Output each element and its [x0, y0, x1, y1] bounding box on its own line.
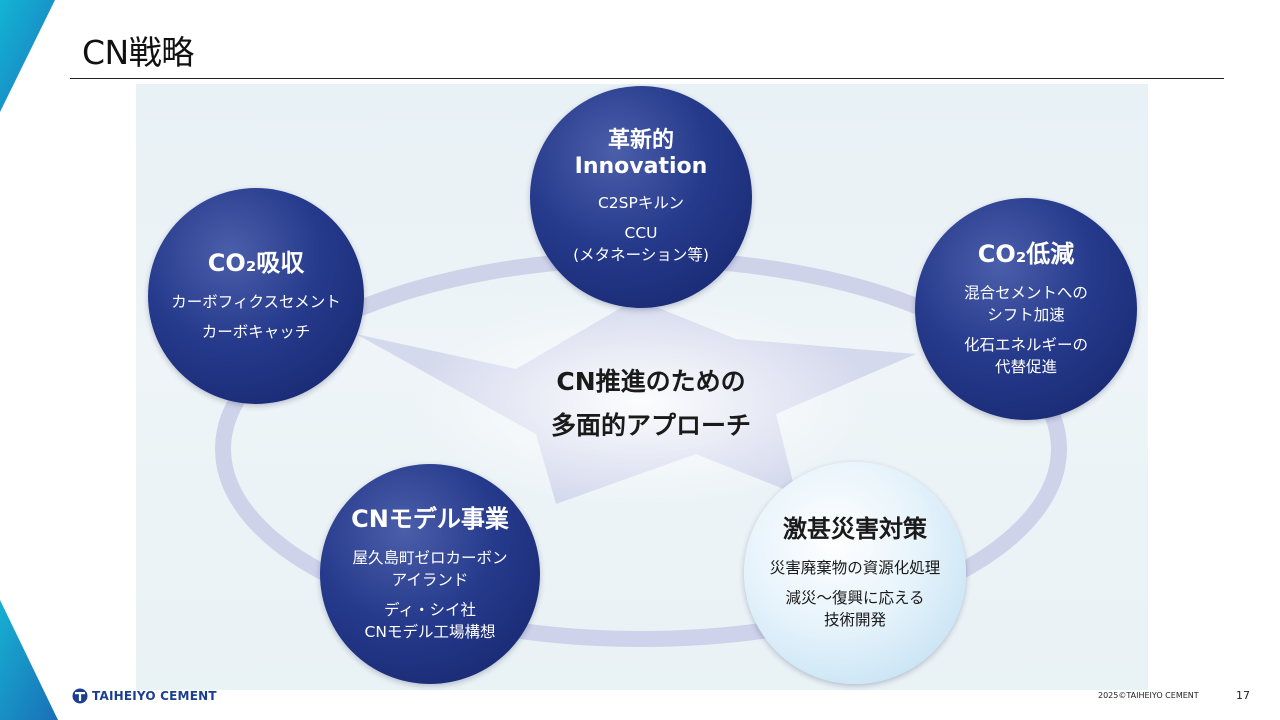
reduction-heading: CO₂低減	[977, 240, 1075, 268]
disaster-item: 減災～復興に応える	[785, 589, 925, 607]
circle-co2-absorption: CO₂吸収 カーボフィクスセメント カーボキャッチ	[148, 188, 364, 404]
absorption-heading: CO₂吸収	[207, 249, 305, 277]
circle-cn-model-project: CNモデル事業 屋久島町ゼロカーボン アイランド ディ・シイ社 CNモデル工場構…	[320, 464, 540, 684]
disaster-item: 技術開発	[823, 611, 886, 629]
title-divider	[70, 78, 1224, 79]
reduction-item: 代替促進	[994, 358, 1057, 376]
model-item: アイランド	[391, 571, 469, 589]
reduction-item: シフト加速	[987, 306, 1065, 324]
reduction-item: 化石エネルギーの	[963, 336, 1088, 354]
center-caption: CN推進のための 多面的アプローチ	[496, 360, 806, 448]
copyright: 2025©TAIHEIYO CEMENT	[1098, 691, 1199, 700]
innovation-item: C2SPキルン	[597, 194, 685, 212]
disaster-heading: 激甚災害対策	[783, 515, 927, 543]
innovation-heading-en: Innovation	[574, 154, 708, 179]
page-number: 17	[1236, 689, 1250, 702]
strategy-diagram: 革新的 Innovation C2SPキルン CCU (メタネーション等) CO…	[136, 84, 1148, 690]
circle-innovation: 革新的 Innovation C2SPキルン CCU (メタネーション等)	[530, 86, 752, 308]
logo-text: TAIHEIYO CEMENT	[92, 689, 217, 703]
reduction-item: 混合セメントへの	[964, 284, 1088, 302]
model-item: 屋久島町ゼロカーボン	[352, 549, 508, 567]
page-title: CN戦略	[82, 33, 194, 72]
model-item: ディ・シイ社	[384, 601, 476, 619]
circle-co2-reduction: CO₂低減 混合セメントへの シフト加速 化石エネルギーの 代替促進	[915, 198, 1137, 420]
innovation-item: (メタネーション等)	[573, 246, 709, 264]
corner-accent-top	[0, 0, 55, 112]
circle-disaster-countermeasures: 激甚災害対策 災害廃棄物の資源化処理 減災～復興に応える 技術開発	[744, 462, 966, 684]
innovation-heading: 革新的	[607, 128, 674, 153]
model-item: CNモデル工場構想	[364, 623, 496, 641]
absorption-item: カーボキャッチ	[201, 323, 311, 341]
corner-accent-bottom	[0, 600, 58, 720]
disaster-item: 災害廃棄物の資源化処理	[769, 559, 941, 577]
center-glow	[411, 297, 871, 507]
company-logo: TAIHEIYO CEMENT	[72, 688, 217, 704]
model-heading: CNモデル事業	[351, 505, 509, 533]
innovation-item: CCU	[624, 224, 658, 242]
center-caption-line1: CN推進のための	[556, 367, 746, 396]
logo-mark-icon	[72, 688, 88, 704]
center-caption-line2: 多面的アプローチ	[550, 411, 751, 440]
absorption-item: カーボフィクスセメント	[171, 293, 341, 311]
